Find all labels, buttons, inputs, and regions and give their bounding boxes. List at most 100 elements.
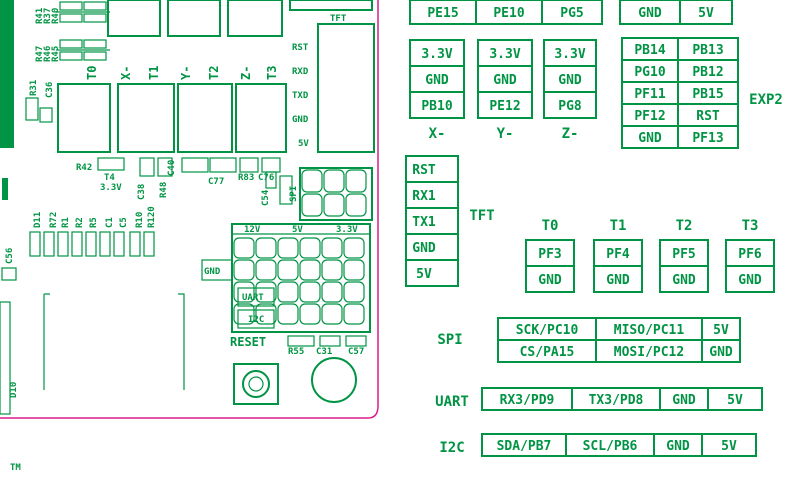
uart-pin-2: GND bbox=[672, 393, 696, 408]
exp2-pin: PF12 bbox=[634, 109, 665, 124]
spi-row0-pin-2: 5V bbox=[713, 323, 729, 338]
uart-pin-1: TX3/PD8 bbox=[589, 393, 644, 408]
label-c1: C1 bbox=[105, 217, 115, 228]
top-gnd5v-pin-1: 5V bbox=[698, 6, 714, 21]
top-gnd5v-pin-0: GND bbox=[638, 6, 662, 21]
power-pin bbox=[299, 281, 321, 303]
uart-pin-3: 5V bbox=[727, 393, 743, 408]
label-tm: TM bbox=[10, 463, 21, 473]
board-mark bbox=[2, 178, 8, 200]
probe-pin: PE12 bbox=[489, 99, 520, 114]
probe-pin: GND bbox=[425, 73, 449, 88]
res-label-r47: R47 bbox=[35, 46, 45, 62]
exp2-pin: PB13 bbox=[692, 43, 723, 58]
res-label-r41: R41 bbox=[35, 8, 45, 24]
label-d11: D11 bbox=[33, 212, 43, 228]
probe-pin: 3.3V bbox=[489, 47, 520, 62]
i2c-label: I2C bbox=[439, 440, 464, 456]
board-tft-pin-txd: TXD bbox=[292, 91, 309, 101]
spi-row1-pin-1: MOSI/PC12 bbox=[614, 345, 684, 360]
spi-row1-cell-2 bbox=[701, 339, 741, 363]
board-gnd-label: GND bbox=[204, 267, 221, 277]
power-pin bbox=[255, 237, 277, 259]
probe-pin: PB10 bbox=[421, 99, 452, 114]
tft-label: TFT bbox=[469, 208, 494, 224]
tft-connector-body bbox=[317, 23, 375, 153]
thermistor-gnd: GND bbox=[738, 273, 762, 288]
conn-label-y: Y- bbox=[179, 66, 193, 80]
top-gnd5v-cell-1 bbox=[679, 0, 733, 25]
label-c36: C36 bbox=[45, 82, 55, 98]
label-c56: C56 bbox=[5, 248, 15, 264]
tft-connector-top bbox=[289, 0, 373, 11]
power-pin bbox=[343, 281, 365, 303]
board-tft-pin-rxd: RXD bbox=[292, 67, 309, 77]
i2c-pin-1: SCL/PB6 bbox=[583, 439, 638, 454]
top-pins-pin-1: PE10 bbox=[493, 6, 524, 21]
label-r48: R48 bbox=[159, 182, 169, 198]
probe-label: Y- bbox=[497, 126, 514, 142]
board-tft-pin-rst: RST bbox=[292, 43, 309, 53]
label-c40: C40 bbox=[167, 160, 177, 176]
board-spi-header bbox=[299, 167, 373, 221]
power-pin bbox=[343, 259, 365, 281]
uart-header: UART RX3/PD9 TX3/PD8 GND 5V bbox=[435, 387, 763, 411]
board-uart-label: UART bbox=[242, 293, 264, 303]
res-label-r37: R37 bbox=[43, 8, 53, 24]
uart-label: UART bbox=[435, 394, 469, 410]
label-c38: C38 bbox=[137, 184, 147, 200]
label-r1: R1 bbox=[61, 217, 71, 228]
i2c-pin-2: GND bbox=[666, 439, 690, 454]
probe-pin: GND bbox=[558, 73, 582, 88]
power-pin bbox=[233, 281, 255, 303]
i2c-pin-3: 5V bbox=[721, 439, 737, 454]
thermistor-gnd: GND bbox=[538, 273, 562, 288]
label-c5: C5 bbox=[119, 217, 129, 228]
conn-label-t3: T3 bbox=[265, 66, 279, 80]
thermistor-label: T2 bbox=[676, 218, 693, 234]
power-pin bbox=[343, 303, 365, 325]
power-pin bbox=[299, 303, 321, 325]
probe-pin: PG8 bbox=[558, 99, 582, 114]
thermistor-gnd-cell bbox=[525, 265, 575, 293]
probe-pin: 3.3V bbox=[421, 47, 452, 62]
tft-pin: 5V bbox=[416, 267, 432, 282]
thermistor-gnd: GND bbox=[672, 273, 696, 288]
tft-pin: RX1 bbox=[412, 189, 436, 204]
board-logo-bar bbox=[0, 0, 14, 148]
exp2-pin: PG10 bbox=[634, 65, 665, 80]
power-pin bbox=[233, 259, 255, 281]
exp2-pin: PB14 bbox=[634, 43, 665, 58]
power-pin bbox=[255, 259, 277, 281]
top-pins-pin-2: PG5 bbox=[560, 6, 583, 21]
power-pin bbox=[255, 303, 277, 325]
exp2-pin: PB15 bbox=[692, 87, 723, 102]
thermistor-label: T1 bbox=[610, 218, 627, 234]
spi-label: SPI bbox=[437, 332, 462, 348]
board-edge bbox=[0, 0, 379, 419]
hdr-label-5v: 5V bbox=[292, 225, 303, 235]
top-pins-pin-0: PE15 bbox=[427, 6, 458, 21]
probe-label: X- bbox=[429, 126, 446, 142]
power-pin bbox=[255, 281, 277, 303]
hdr-label-12v: 12V bbox=[244, 225, 261, 235]
exp2-pin: GND bbox=[638, 131, 662, 146]
thermistor-gnd: GND bbox=[606, 273, 630, 288]
power-pin bbox=[277, 281, 299, 303]
label-r10: R10 bbox=[135, 212, 145, 228]
power-pin bbox=[343, 237, 365, 259]
spi-row0-pin-1: MISO/PC11 bbox=[614, 323, 685, 338]
spi-row1-pin-2: GND bbox=[709, 345, 733, 360]
left-parts bbox=[29, 231, 155, 257]
uart-pin-0: RX3/PD9 bbox=[500, 393, 555, 408]
top-pins-cell-2 bbox=[541, 0, 603, 25]
tft-pin: TX1 bbox=[412, 215, 436, 230]
res-label-r46: R46 bbox=[43, 46, 53, 62]
power-pin bbox=[277, 237, 299, 259]
